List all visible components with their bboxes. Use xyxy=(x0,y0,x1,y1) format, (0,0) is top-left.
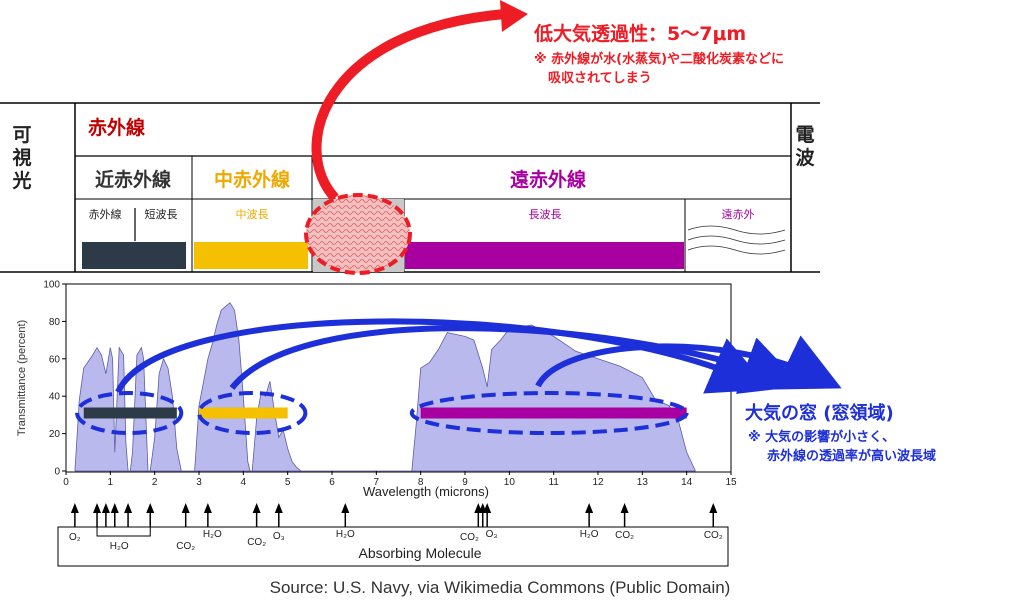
mid-ir-bar xyxy=(194,242,308,269)
atmospheric-window-note-1: ※ 大気の影響が小さく、 xyxy=(748,429,895,445)
sub-long-label: 長波長 xyxy=(529,208,562,221)
molecule-name: CO₂ xyxy=(247,537,266,548)
band-table: 可 視 光 電 波 赤外線 近赤外線 中赤外線 遠赤外線 赤外線 短波長 中波長… xyxy=(0,102,820,275)
molecule-name: O₃ xyxy=(273,531,285,542)
x-tick-label: 1 xyxy=(108,477,114,488)
x-tick-label: 14 xyxy=(681,477,693,488)
x-tick-label: 3 xyxy=(196,477,202,488)
molecule-name: H₂O xyxy=(110,541,129,552)
y-tick-label: 60 xyxy=(49,354,61,365)
mid-arrow xyxy=(229,325,803,394)
window-arrows xyxy=(115,318,842,394)
molecule-name: H₂O xyxy=(336,529,355,540)
window-ellipse-2 xyxy=(197,391,308,436)
radio-label-1: 電 xyxy=(795,124,814,146)
molecule-arrow-icon xyxy=(70,503,79,513)
y-tick-label: 0 xyxy=(54,467,60,478)
x-tick-label: 10 xyxy=(504,477,516,488)
x-tick-label: 0 xyxy=(63,477,69,488)
molecule-arrow-icon xyxy=(146,503,155,513)
molecule-label: Absorbing Molecule xyxy=(359,545,482,561)
molecule-arrow-icon xyxy=(620,503,629,513)
atmospheric-window-note-2: 赤外線の透過率が高い波長域 xyxy=(767,448,936,464)
y-axis-label: Transmittance (percent) xyxy=(16,320,28,436)
molecule-arrow-icon xyxy=(709,503,718,513)
molecule-arrow-icon xyxy=(101,503,110,513)
transmittance-area xyxy=(74,302,696,472)
far-arrow xyxy=(535,335,842,390)
source-credit: Source: U.S. Navy, via Wikimedia Commons… xyxy=(270,578,731,597)
molecule-arrow-icon xyxy=(93,503,102,513)
x-axis-label: Wavelength (microns) xyxy=(363,484,489,499)
x-tick-label: 11 xyxy=(548,477,559,488)
y-tick-label: 40 xyxy=(49,392,61,403)
molecule-name: H₂O xyxy=(203,529,222,540)
y-tick-label: 80 xyxy=(49,317,61,328)
molecule-name: O₂ xyxy=(69,532,81,543)
red-arrow xyxy=(311,9,506,202)
x-tick-label: 6 xyxy=(329,477,335,488)
molecule-name: H₂O xyxy=(580,529,599,540)
near-ir-label: 近赤外線 xyxy=(95,168,171,191)
x-tick-label: 13 xyxy=(637,477,649,488)
molecule-name: CO₂ xyxy=(176,541,195,552)
x-tick-label: 12 xyxy=(592,477,604,488)
x-tick-label: 8 xyxy=(418,477,424,488)
x-tick-label: 7 xyxy=(374,477,380,488)
molecule-name: CO₂ xyxy=(460,532,479,543)
window-ellipse-1 xyxy=(75,391,184,436)
mid-ir-label: 中赤外線 xyxy=(214,168,290,191)
molecule-arrow-icon xyxy=(110,503,119,513)
molecule-arrow-icon xyxy=(181,503,190,513)
far-ir-label: 遠赤外線 xyxy=(510,168,586,191)
y-tick-label: 20 xyxy=(49,429,61,440)
absorbing-molecules: Absorbing Molecule O₂ H₂O CO₂ H₂O CO₂ O₃ H₂O CO… xyxy=(57,503,729,567)
red-arrow-head xyxy=(500,0,528,32)
low-transmission-title: 低大気透過性：5〜7μm xyxy=(533,22,746,45)
low-transmission-marker xyxy=(304,193,412,275)
molecule-name: O₃ xyxy=(486,529,498,540)
sub-short-label: 短波長 xyxy=(145,207,178,221)
molecule-arrow-icon xyxy=(585,503,594,513)
x-tick-label: 9 xyxy=(462,477,468,488)
sub-mid-label: 中波長 xyxy=(236,208,269,221)
molecule-arrow-icon xyxy=(252,503,261,513)
atmospheric-window-title: 大気の窓 (窓領域) xyxy=(745,402,894,424)
x-tick-label: 2 xyxy=(152,477,158,488)
molecule-arrow-icon xyxy=(124,503,133,513)
x-tick-label: 5 xyxy=(285,477,291,488)
molecule-name: CO₂ xyxy=(704,530,723,541)
window-bars xyxy=(75,391,689,436)
visible-label-2: 視 xyxy=(11,146,31,169)
y-tick-label: 100 xyxy=(43,280,60,291)
molecule-box xyxy=(57,526,729,567)
far-wave-lines xyxy=(687,225,786,255)
long-wave-bar xyxy=(405,242,684,269)
x-tick-label: 4 xyxy=(241,477,247,488)
window-ellipse-3 xyxy=(409,391,689,436)
near-arrow xyxy=(115,318,771,394)
sub-ir-label: 赤外線 xyxy=(89,207,122,221)
molecule-name: CO₂ xyxy=(615,530,634,541)
near-ir-bar xyxy=(82,242,186,269)
infrared-label: 赤外線 xyxy=(88,116,145,139)
h2o-bracket xyxy=(96,527,151,537)
sub-far-label: 遠赤外 xyxy=(722,208,755,221)
molecule-arrow-icon xyxy=(203,503,212,513)
visible-label-3: 光 xyxy=(11,169,31,192)
chart-area xyxy=(74,302,696,472)
x-tick-label: 15 xyxy=(725,477,737,488)
visible-label-1: 可 xyxy=(12,124,31,146)
molecule-arrow-icon xyxy=(274,503,283,513)
low-transmission-note-2: 吸収されてしまう xyxy=(548,71,652,86)
molecule-arrow-icon xyxy=(483,503,492,513)
molecule-arrow-icon xyxy=(341,503,350,513)
low-transmission-note-1: ※ 赤外線が水(水蒸気)や二酸化炭素などに xyxy=(534,51,784,67)
radio-label-2: 波 xyxy=(795,146,815,169)
